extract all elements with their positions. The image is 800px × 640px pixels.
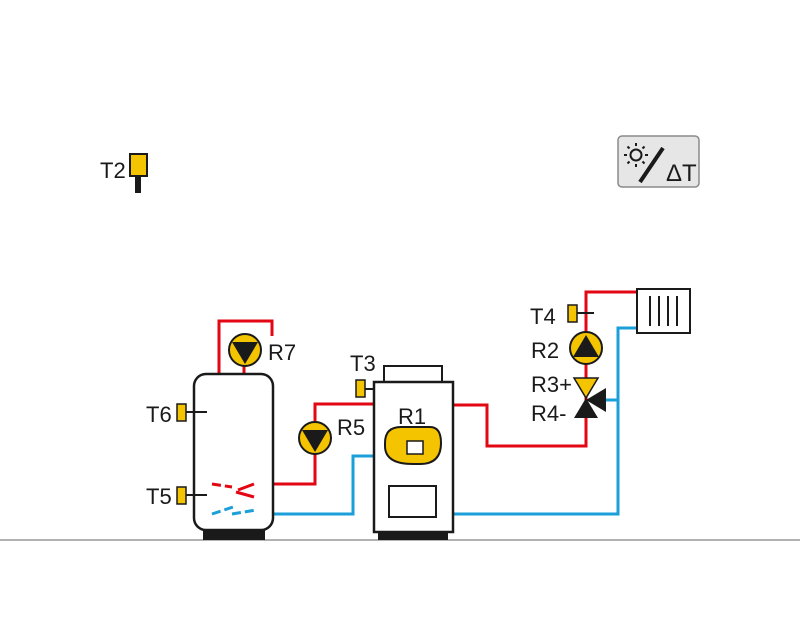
sensor-t3[interactable]: T3	[350, 351, 376, 398]
label-r2: R2	[531, 338, 559, 363]
controller-icon[interactable]: ΔT	[617, 135, 700, 188]
sensor-t2[interactable]: T2	[100, 153, 148, 193]
storage-tank[interactable]	[192, 372, 275, 540]
controller-text: ΔT	[666, 160, 697, 187]
sensor-t5[interactable]: T5	[146, 484, 207, 509]
radiator[interactable]	[636, 288, 691, 334]
label-t5: T5	[146, 484, 172, 509]
pump-r5[interactable]	[298, 421, 332, 455]
sensor-t4[interactable]: T4	[530, 304, 594, 329]
pipe-hot-heating	[453, 290, 636, 448]
sun-icon	[624, 143, 648, 167]
label-r7: R7	[268, 340, 296, 365]
label-r4: R4-	[531, 401, 566, 426]
heat-exchanger-coil	[211, 482, 257, 516]
boiler[interactable]	[372, 365, 455, 540]
label-t6: T6	[146, 402, 172, 427]
pump-r2[interactable]	[569, 331, 603, 365]
label-t3: T3	[350, 351, 376, 376]
label-r5: R5	[337, 415, 365, 440]
label-r1: R1	[398, 404, 426, 429]
label-r3: R3+	[531, 372, 572, 397]
pipe-cold-storage	[270, 454, 374, 516]
sensor-t6[interactable]: T6	[146, 402, 207, 427]
label-t2: T2	[100, 158, 126, 183]
mixing-valve-r3-r4[interactable]	[572, 377, 606, 418]
pump-r7[interactable]	[228, 333, 262, 367]
label-t4: T4	[530, 304, 556, 329]
pipe-r7-circuit	[217, 319, 274, 375]
pipe-cold-heating	[453, 326, 636, 516]
collector-slash-icon	[638, 146, 665, 184]
